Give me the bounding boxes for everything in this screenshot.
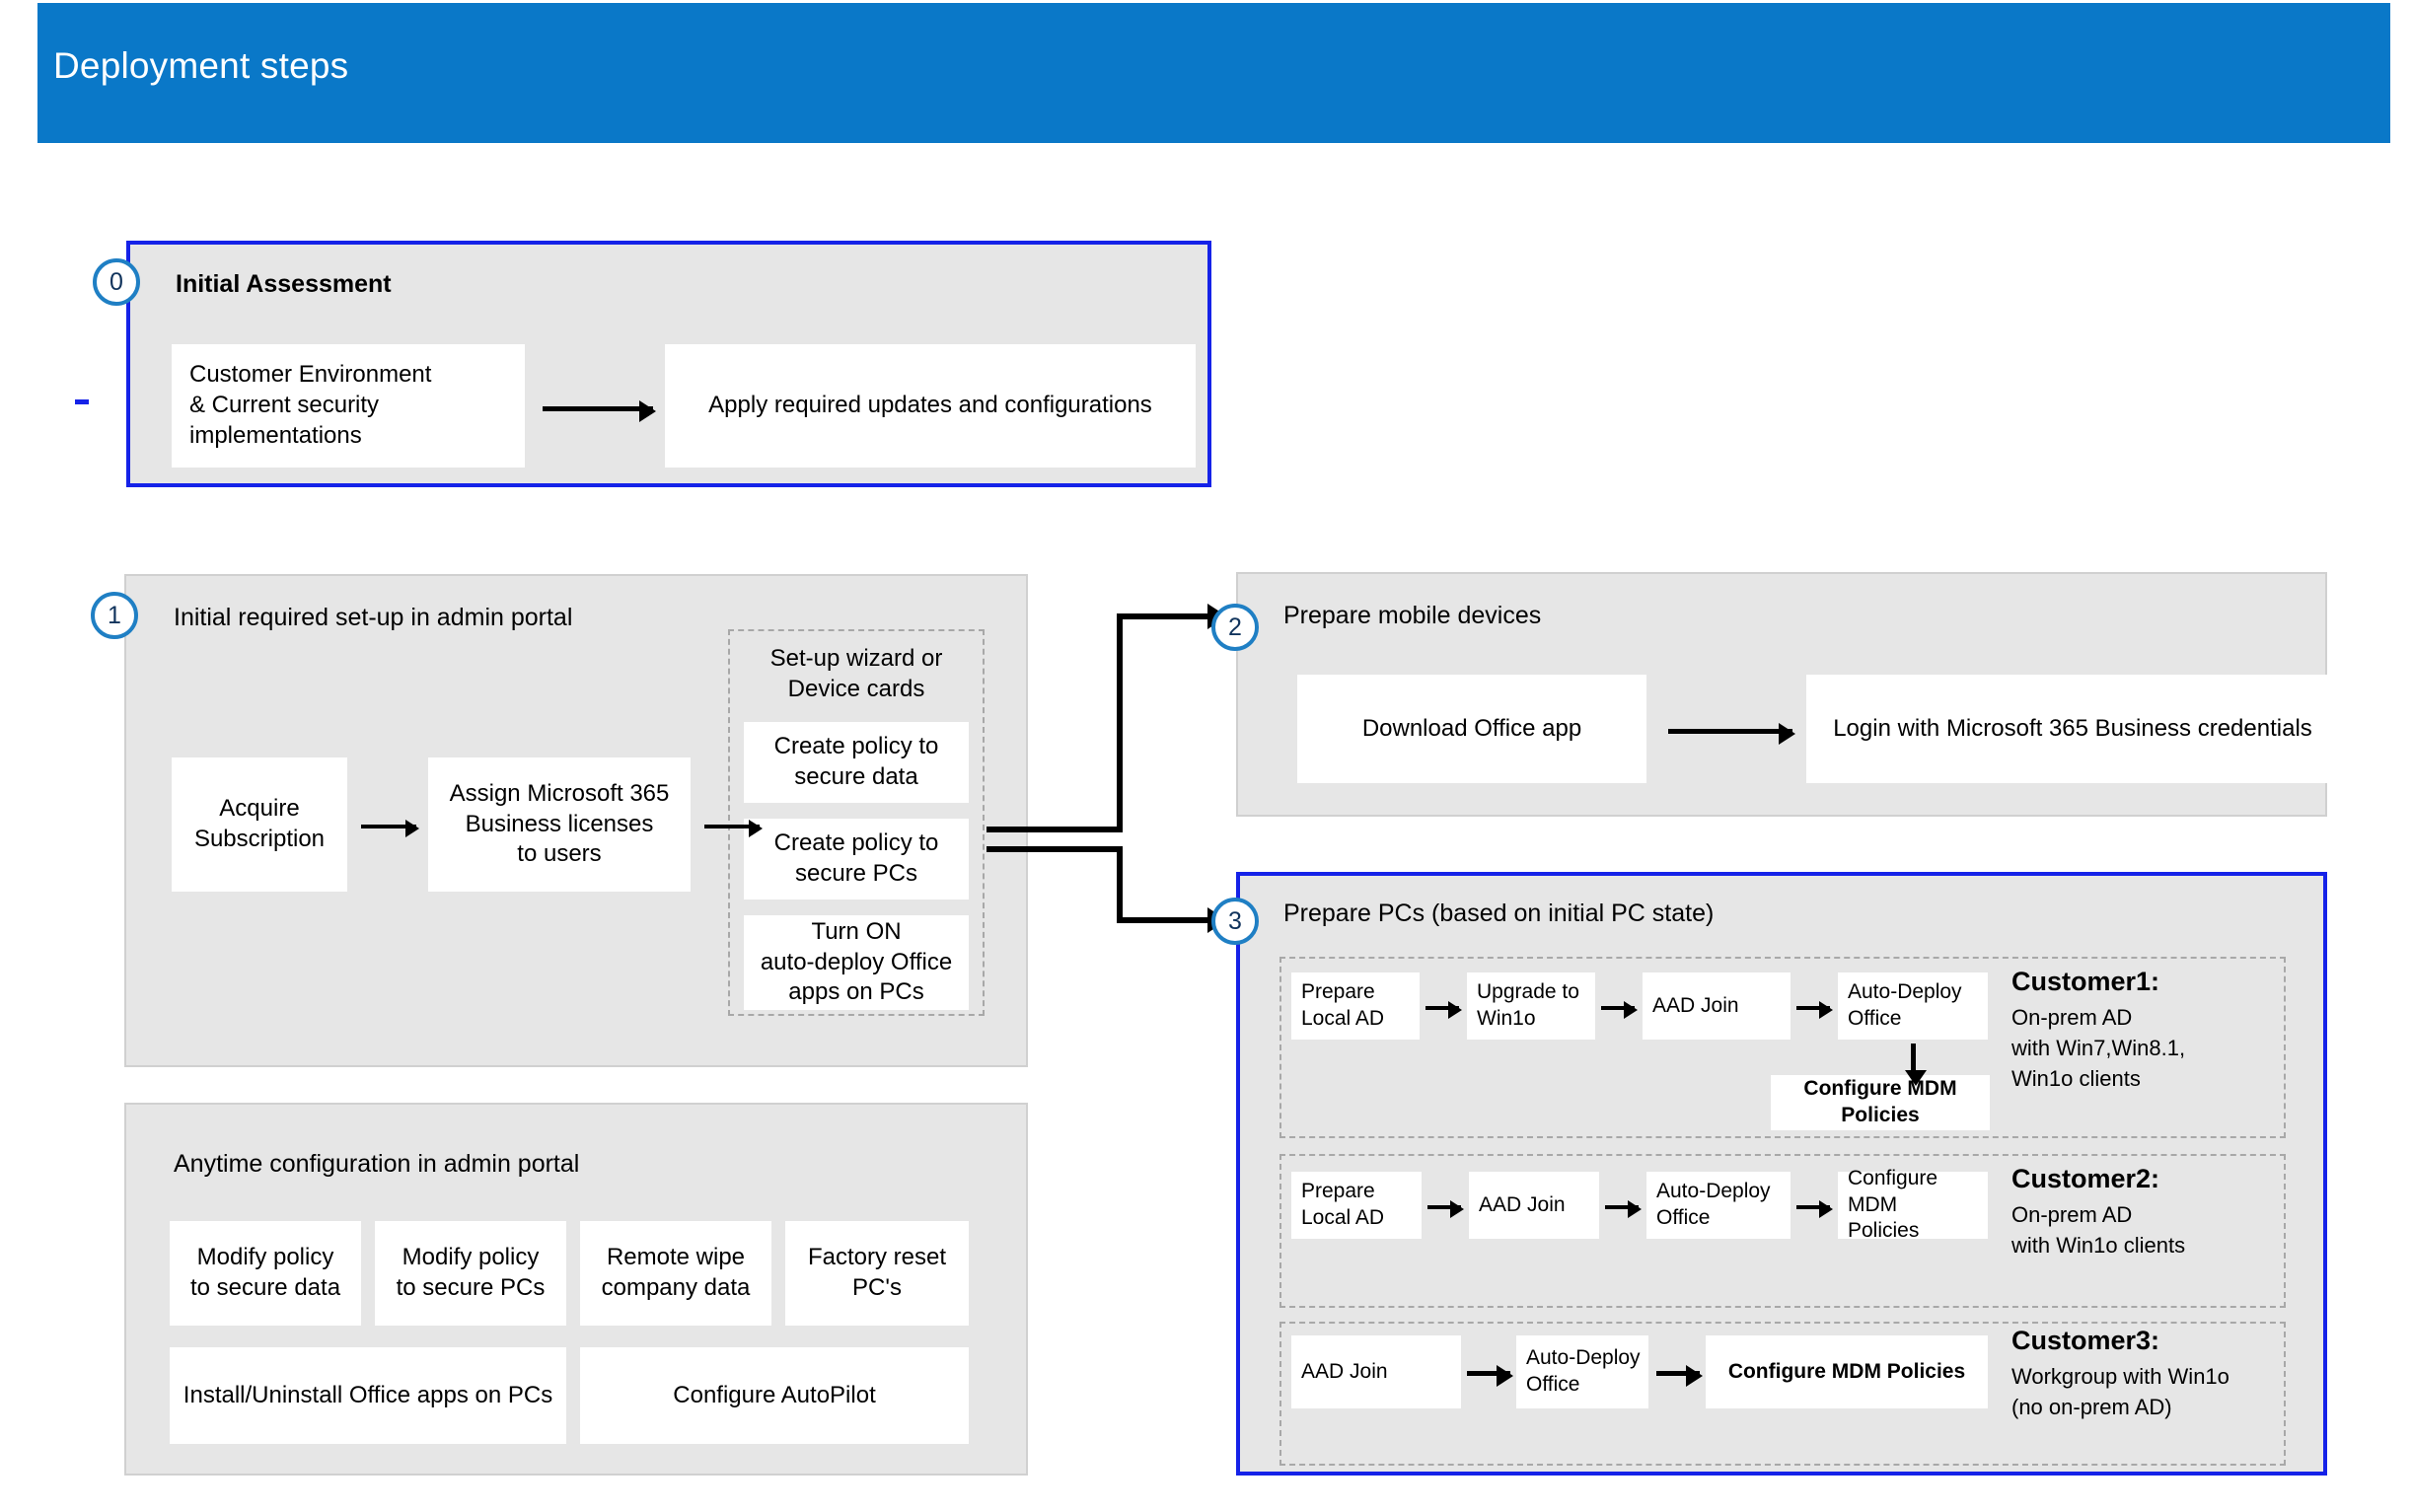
step-badge-1[interactable]: 1 [91, 592, 138, 639]
arrow-c1-2 [1601, 1001, 1638, 1019]
panel-title-anytime: Anytime configuration in admin portal [174, 1150, 580, 1178]
customer1-annotation: Customer1: On-prem AD with Win7,Win8.1, … [2011, 967, 2185, 1095]
connector-to-step3-stub [987, 846, 1123, 852]
arrow-c1-3 [1796, 1001, 1833, 1019]
dashed-row-customer1 [1279, 957, 2286, 1138]
connector-to-step2-stub [987, 827, 1123, 832]
box-c1-auto-deploy-office[interactable]: Auto-Deploy Office [1838, 972, 1988, 1040]
panel-anytime-configuration-inner: Anytime configuration in admin portal Mo… [132, 1111, 1020, 1468]
customer1-description: On-prem AD with Win7,Win8.1, Win1o clien… [2011, 1005, 2186, 1092]
customer2-annotation: Customer2: On-prem AD with Win1o clients [2011, 1164, 2185, 1260]
box-turn-on-auto-deploy-office[interactable]: Turn ON auto-deploy Office apps on PCs [744, 915, 969, 1010]
box-c2-aad-join[interactable]: AAD Join [1469, 1172, 1599, 1239]
box-modify-policy-secure-pcs[interactable]: Modify policy to secure PCs [375, 1221, 566, 1326]
dashed-group-title: Set-up wizard or Device cards [769, 645, 943, 703]
box-c1-configure-mdm[interactable]: Configure MDM Policies [1771, 1075, 1990, 1130]
connector-to-step3-horizontal [1117, 917, 1211, 923]
panel-prepare-mobile: Prepare mobile devices Download Office a… [1236, 572, 2339, 817]
dashed-group-setup-wizard [728, 629, 985, 1016]
box-c1-prepare-local-ad[interactable]: Prepare Local AD [1291, 972, 1420, 1040]
box-remote-wipe-company-data[interactable]: Remote wipe company data [580, 1221, 771, 1326]
customer2-name: Customer2: [2011, 1164, 2160, 1193]
box-c3-configure-mdm[interactable]: Configure MDM Policies [1706, 1335, 1988, 1408]
stray-mark [75, 399, 89, 404]
customer2-description: On-prem AD with Win1o clients [2011, 1202, 2186, 1259]
box-c2-configure-mdm[interactable]: Configure MDM Policies [1838, 1167, 1988, 1242]
panel-title-initial-assessment: Initial Assessment [176, 270, 392, 298]
panel-title-prepare-pcs: Prepare PCs (based on initial PC state) [1283, 900, 1715, 927]
box-c1-aad-join[interactable]: AAD Join [1643, 972, 1791, 1040]
box-install-uninstall-office-apps[interactable]: Install/Uninstall Office apps on PCs [170, 1347, 566, 1444]
arrow-acquire-to-assign [361, 820, 419, 837]
customer1-name: Customer1: [2011, 967, 2160, 996]
arrow-c2-1 [1427, 1200, 1464, 1218]
panel-title-prepare-mobile: Prepare mobile devices [1283, 602, 1542, 629]
panel-initial-setup-inner: Initial required set-up in admin portal … [132, 582, 1020, 1059]
dashed-row-customer2 [1279, 1154, 2286, 1308]
arrow-c3-1 [1467, 1365, 1513, 1387]
connector-to-step2-vertical [1117, 613, 1123, 832]
box-login-credentials[interactable]: Login with Microsoft 365 Business creden… [1806, 675, 2339, 783]
box-create-policy-secure-pcs[interactable]: Create policy to secure PCs [744, 819, 969, 900]
panel-title-initial-setup: Initial required set-up in admin portal [174, 604, 573, 631]
box-factory-reset-pcs[interactable]: Factory reset PC's [785, 1221, 969, 1326]
box-apply-updates[interactable]: Apply required updates and configuration… [665, 344, 1196, 468]
arrow-c1-down-to-mdm [1905, 1044, 1927, 1086]
panel-initial-assessment-inner: Initial Assessment Customer Environment … [134, 249, 1204, 479]
box-download-office-app[interactable]: Download Office app [1297, 675, 1646, 783]
panel-initial-setup: Initial required set-up in admin portal … [124, 574, 1028, 1067]
customer3-description: Workgroup with Win1o (no on-prem AD) [2011, 1364, 2229, 1420]
arrow-assessment-to-updates [543, 400, 656, 422]
box-c2-auto-deploy-office[interactable]: Auto-Deploy Office [1646, 1172, 1791, 1239]
dashed-row-customer3 [1279, 1322, 2286, 1466]
box-customer-environment[interactable]: Customer Environment & Current security … [172, 344, 525, 468]
box-c3-auto-deploy-office[interactable]: Auto-Deploy Office [1516, 1335, 1648, 1408]
arrow-c1-1 [1425, 1001, 1462, 1019]
panel-anytime-configuration: Anytime configuration in admin portal Mo… [124, 1103, 1028, 1476]
arrow-c2-3 [1796, 1200, 1833, 1218]
connector-to-step3-vertical [1117, 846, 1123, 923]
arrow-download-to-login [1668, 723, 1795, 745]
customer3-name: Customer3: [2011, 1326, 2160, 1355]
box-c2-prepare-local-ad[interactable]: Prepare Local AD [1291, 1172, 1422, 1239]
arrow-c3-2 [1656, 1365, 1703, 1387]
box-assign-licenses[interactable]: Assign Microsoft 365 Business licenses t… [428, 757, 691, 892]
header-bar [37, 3, 2390, 143]
panel-prepare-pcs-inner: Prepare PCs (based on initial PC state) … [1244, 880, 2319, 1468]
box-configure-autopilot[interactable]: Configure AutoPilot [580, 1347, 969, 1444]
panel-prepare-pcs: Prepare PCs (based on initial PC state) … [1236, 872, 2327, 1476]
box-modify-policy-secure-data[interactable]: Modify policy to secure data [170, 1221, 361, 1326]
box-c1-upgrade-win10[interactable]: Upgrade to Win1o [1467, 972, 1595, 1040]
step-badge-0[interactable]: 0 [93, 258, 140, 306]
customer3-annotation: Customer3: Workgroup with Win1o (no on-p… [2011, 1326, 2229, 1422]
box-create-policy-secure-data[interactable]: Create policy to secure data [744, 722, 969, 803]
step-badge-3[interactable]: 3 [1211, 898, 1259, 945]
step-badge-2[interactable]: 2 [1211, 604, 1259, 651]
arrow-assign-to-wizard [704, 820, 763, 837]
arrow-c2-2 [1605, 1200, 1642, 1218]
box-acquire-subscription[interactable]: Acquire Subscription [172, 757, 347, 892]
connector-to-step2-horizontal [1117, 613, 1211, 619]
page-title: Deployment steps [53, 45, 349, 86]
panel-prepare-mobile-inner: Prepare mobile devices Download Office a… [1244, 580, 2339, 809]
box-c3-aad-join[interactable]: AAD Join [1291, 1335, 1461, 1408]
panel-initial-assessment: Initial Assessment Customer Environment … [126, 241, 1211, 487]
